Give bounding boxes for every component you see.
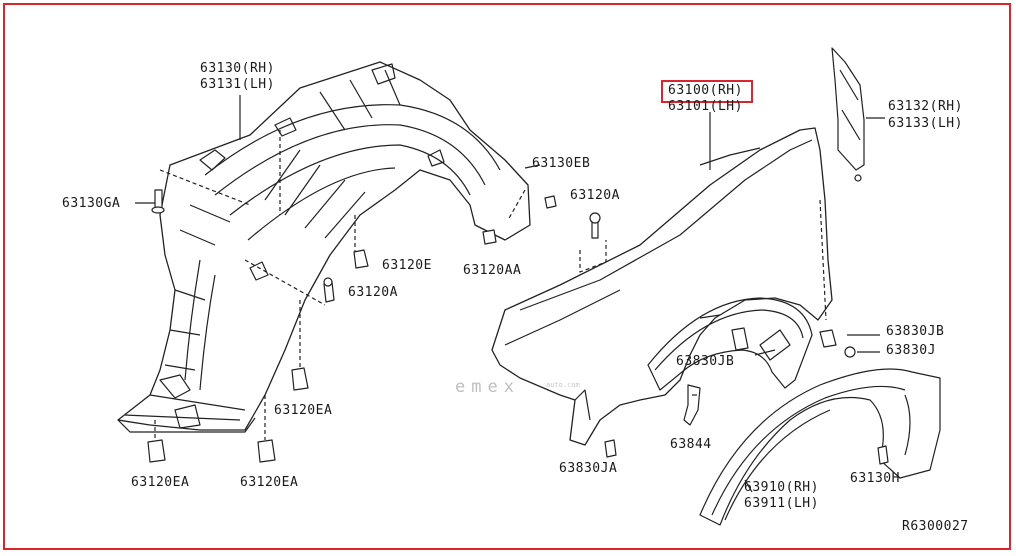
label-moulding-lh: 63911(LH)	[744, 496, 819, 511]
label-clip-e: 63120E	[382, 258, 432, 273]
label-liner-lh: 63131(LH)	[200, 77, 275, 92]
label-clip-h: 63130H	[850, 471, 900, 486]
label-clip-ea-mid: 63120EA	[274, 403, 333, 418]
watermark: emex	[455, 377, 520, 397]
label-clip-ja: 63830JA	[559, 461, 618, 476]
fender-cover-drawing	[831, 47, 885, 182]
label-liner-rh: 63130(RH)	[200, 61, 275, 76]
liner-fasteners	[147, 189, 601, 463]
label-screw-a-mid: 63120A	[348, 285, 398, 300]
label-clip-ga: 63130GA	[62, 196, 121, 211]
label-screw-a-top: 63120A	[570, 188, 620, 203]
label-clip-eb: 63130EB	[532, 156, 591, 171]
label-cover-lh: 63133(LH)	[888, 116, 963, 131]
arch-moulding-drawing	[699, 368, 941, 526]
fender-liner-drawing	[117, 61, 541, 440]
diagram-frame	[3, 3, 1011, 550]
label-clip-jb-right: 63830JB	[886, 324, 945, 339]
watermark-domain: auto.com	[546, 381, 580, 389]
reference-code: R6300027	[902, 519, 969, 534]
label-fender-lh: 63101(LH)	[668, 99, 743, 114]
label-clip-ea-right: 63120EA	[240, 475, 299, 490]
label-cover-rh: 63132(RH)	[888, 99, 963, 114]
arch-liner-small-drawing	[604, 297, 856, 458]
label-clip-j: 63830J	[886, 343, 936, 358]
label-bracket: 63844	[670, 437, 712, 452]
label-clip-jb-mid: 63830JB	[676, 354, 735, 369]
label-screw-aa: 63120AA	[463, 263, 522, 278]
label-moulding-rh: 63910(RH)	[744, 480, 819, 495]
label-clip-ea-left: 63120EA	[131, 475, 190, 490]
bracket-drawing	[683, 384, 701, 426]
highlighted-part-box	[661, 80, 753, 103]
label-fender-rh: 63100(RH)	[668, 83, 743, 98]
